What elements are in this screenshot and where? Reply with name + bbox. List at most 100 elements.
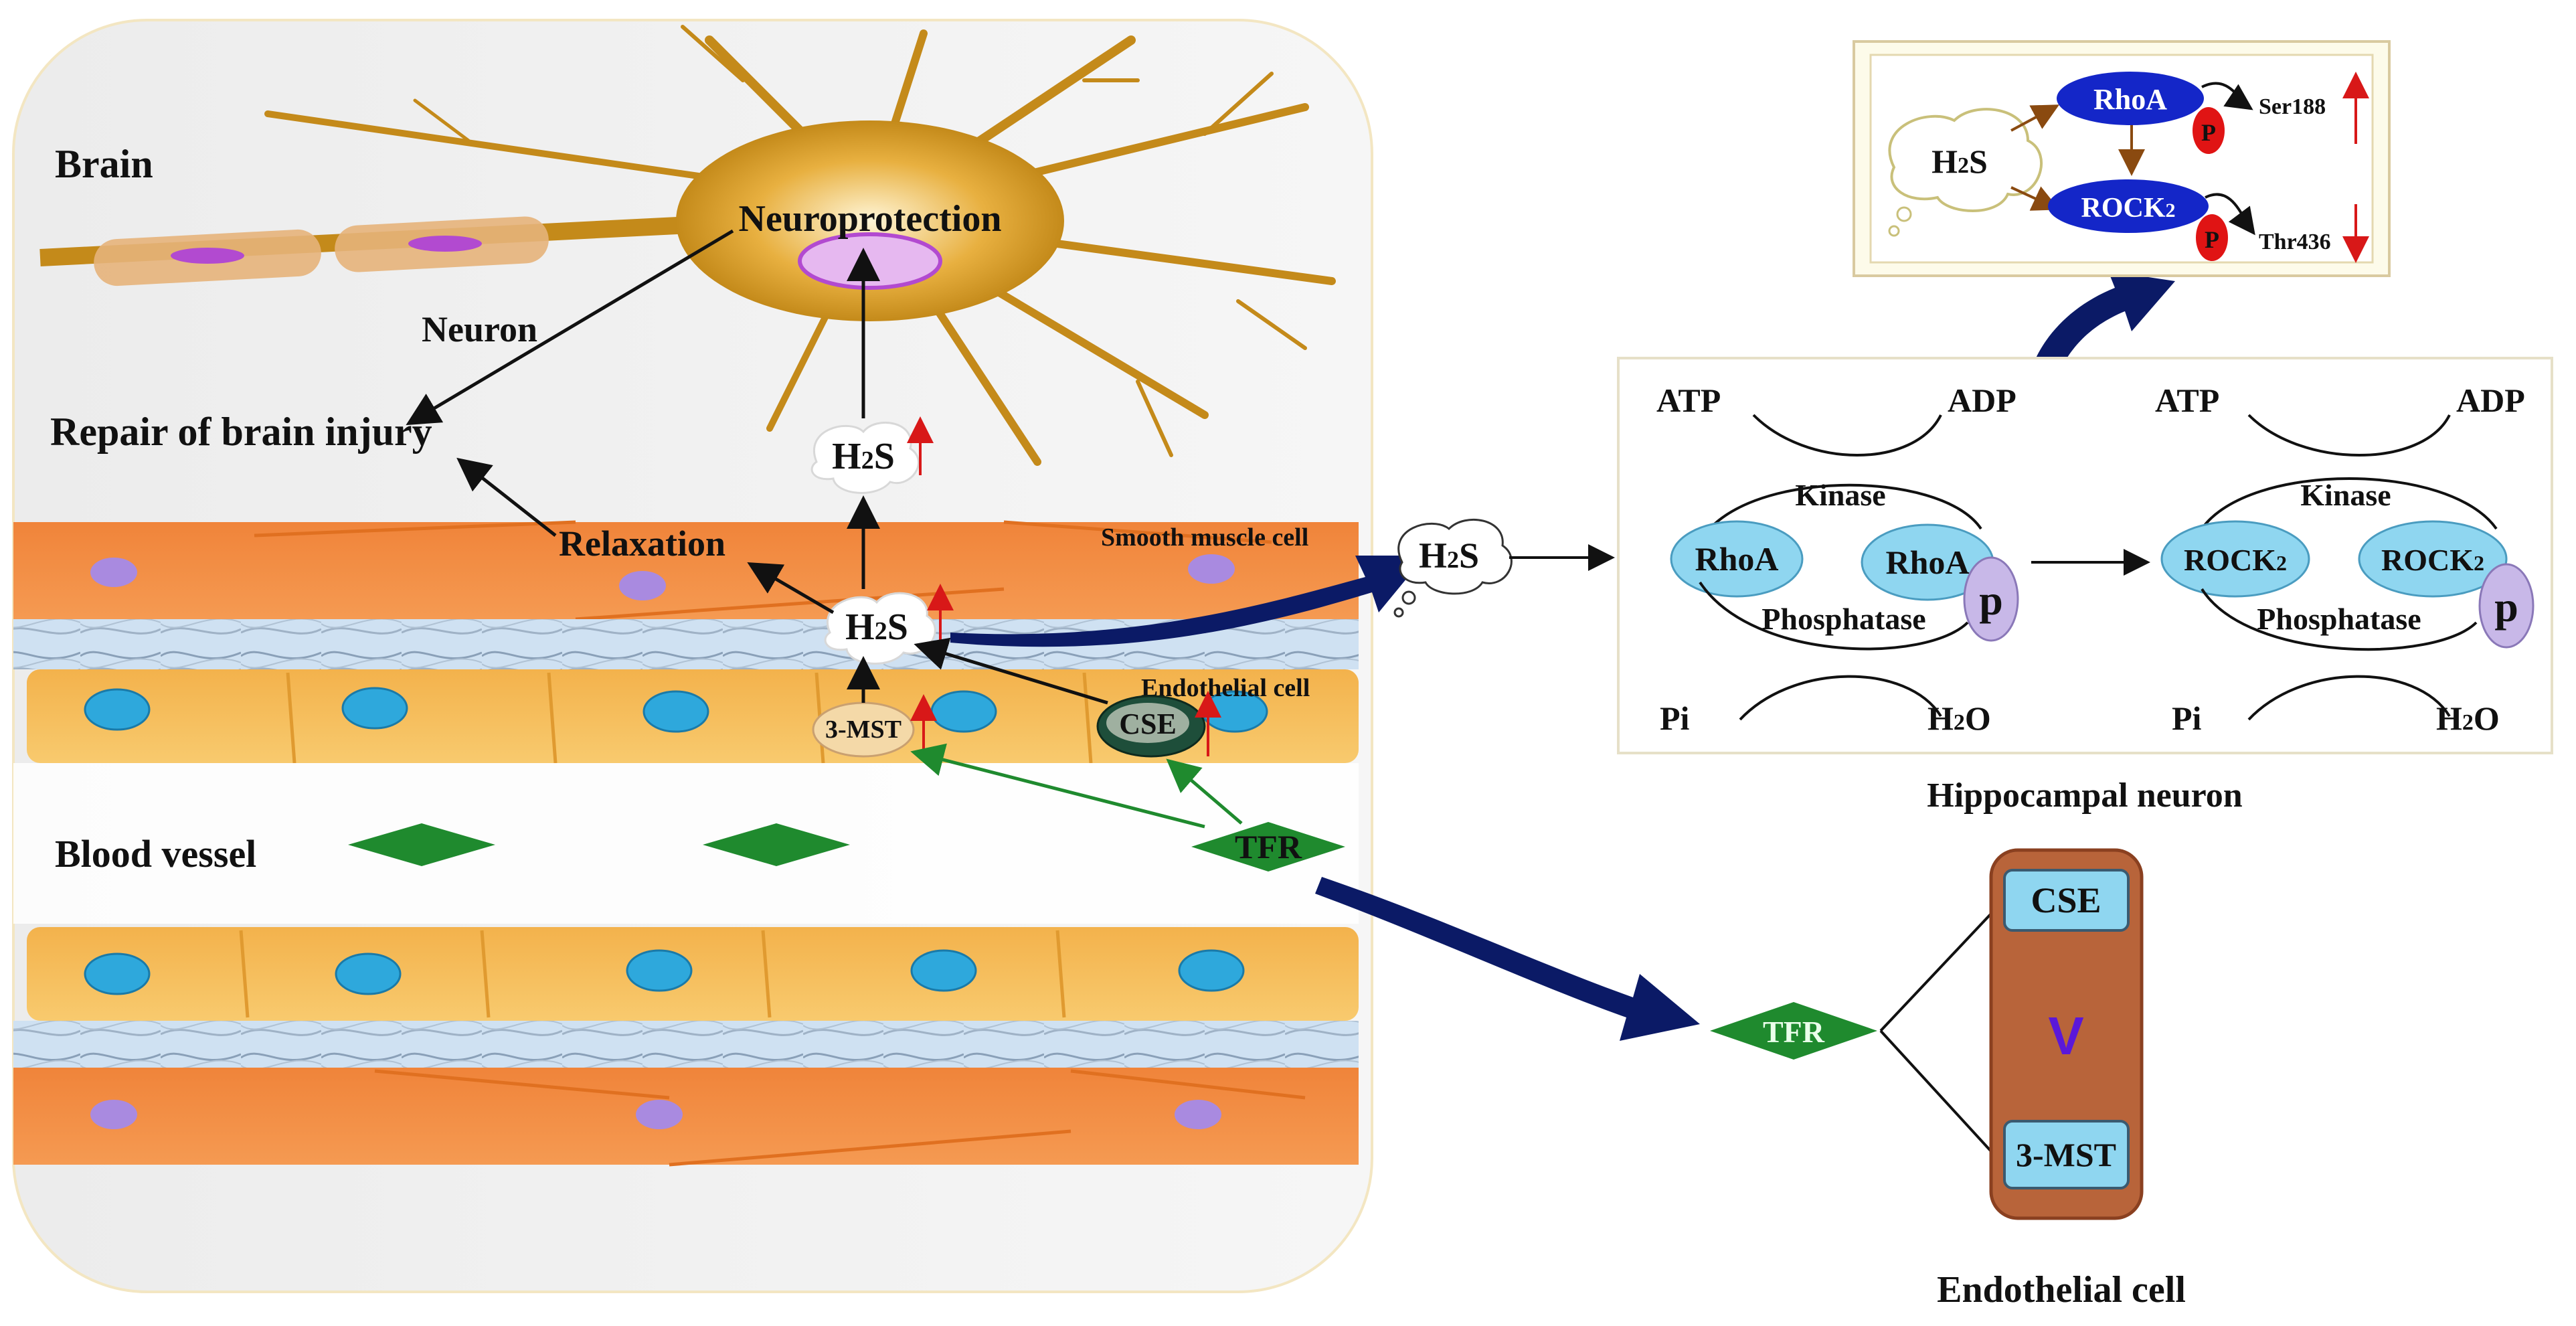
rock2-inset <box>2048 179 2209 233</box>
rock2-inset-label: ROCK2 <box>2081 193 2176 224</box>
smooth-muscle-nucleus <box>90 1100 137 1129</box>
cse-box-label: CSE <box>2031 880 2101 920</box>
ser-label: Ser188 <box>2259 94 2326 119</box>
rhoa-cycle: ATP ADP Kinase RhoA RhoA p Phosphatase P… <box>1656 382 2019 737</box>
h2s-inset-text: H2S <box>1931 143 1988 180</box>
p-inset-2: P <box>2205 226 2219 253</box>
arrow-tfr-to-cse <box>1166 758 1243 825</box>
smooth-muscle-layer-top <box>13 520 1359 621</box>
endothelial-nucleus <box>335 952 402 995</box>
tfr-endothelial <box>1710 1002 1877 1060</box>
endothelial-nucleus <box>642 690 709 733</box>
hippocampal-caption: Hippocampal neuron <box>1927 776 2243 815</box>
arrow-neuroprotection-to-repair <box>406 229 734 426</box>
smooth-muscle-nucleus <box>619 571 666 600</box>
navy-arrow-to-endothelial-tfr <box>1315 877 1700 1041</box>
tfr-endothelial-label: TFR <box>1763 1015 1825 1049</box>
phospho-inset-2 <box>2196 214 2228 261</box>
h2s-hippocampal-text: H2S <box>1419 535 1479 576</box>
phospho-right <box>2478 563 2535 649</box>
neuron-nucleus <box>798 232 942 290</box>
smooth-muscle-nucleus <box>90 558 137 587</box>
vessel-lumen <box>13 763 1359 924</box>
rock2-1: ROCK2 <box>2184 543 2287 577</box>
arrow-h2s-to-relaxation <box>747 562 835 614</box>
relaxation-label: Relaxation <box>559 523 725 564</box>
blood-vessel-label: Blood vessel <box>55 832 256 876</box>
adp-right: ADP <box>2456 382 2525 419</box>
arrow-relaxation-to-repair <box>456 457 557 537</box>
rock2-ellipse-1 <box>2160 520 2310 598</box>
smooth-muscle-layer-bottom <box>13 1068 1359 1167</box>
rhoa-inset-label: RhoA <box>2093 83 2167 116</box>
endothelial-nucleus <box>626 949 693 992</box>
atp-left: ATP <box>1656 382 1721 419</box>
mst-box-label: 3-MST <box>2016 1136 2116 1173</box>
schwann-nucleus-2 <box>408 236 482 252</box>
rock-inset-panel: H2S RhoA P Ser188 ROCK2 P Thr436 <box>1853 40 2391 277</box>
h2s-vessel-text: H2S <box>845 606 908 648</box>
endothelial-layer-top <box>27 669 1359 764</box>
brain-label: Brain <box>55 142 153 186</box>
kinase-right: Kinase <box>2300 478 2391 512</box>
tfr-arrows <box>910 743 1243 829</box>
p-inset-1: P <box>2201 119 2216 146</box>
link-tfr-to-mst <box>1879 1029 1992 1153</box>
p-right: p <box>2494 583 2518 631</box>
rock2-cycle: ATP ADP Kinase ROCK2 ROCK2 p Phosphatase… <box>2155 382 2535 737</box>
h2s-cloud-hippocampal: H2S <box>1393 518 1513 618</box>
endothelial-caption: Endothelial cell <box>1937 1269 2186 1311</box>
endothelial-nucleus <box>930 690 997 733</box>
h2s-vessel-badge: H2S <box>824 584 954 665</box>
mst-label: 3-MST <box>825 716 901 744</box>
rhoa-1: RhoA <box>1695 540 1778 578</box>
h2s-neuron-text: H2S <box>832 436 895 477</box>
rhoa-2: RhoA <box>1885 544 1969 581</box>
arrow-h2s-to-rhoa-inset <box>2010 104 2060 132</box>
phospho-inset-1 <box>2193 107 2225 154</box>
tfr-vessel: TFR <box>1191 822 1345 872</box>
pi-right: Pi <box>2172 699 2202 737</box>
arrow-h2s-to-rock2-inset <box>2010 186 2060 211</box>
brain-panel: Brain Neuroprotection Neuron Repair of b… <box>12 19 1373 1293</box>
extracellular-matrix-bottom <box>13 1021 1359 1068</box>
rock2-2: ROCK2 <box>2381 543 2484 577</box>
neuron-label: Neuron <box>422 309 537 349</box>
endothelial-nucleus <box>910 949 977 992</box>
mst-box <box>2003 1120 2130 1189</box>
h2o-left: H2O <box>1927 699 1991 737</box>
rhoa-ellipse-1 <box>1670 520 1804 598</box>
phosphatase-left: Phosphatase <box>1762 602 1925 636</box>
h2s-cloud <box>824 592 936 665</box>
schwann-nucleus-1 <box>171 248 244 264</box>
tfr-vessel-label: TFR <box>1235 828 1302 865</box>
cse-label: CSE <box>1119 708 1177 740</box>
repair-label: Repair of brain injury <box>50 410 432 454</box>
rock2-ellipse-2 <box>2358 520 2508 598</box>
endothelial-nucleus <box>1178 949 1245 992</box>
cse-box <box>2003 869 2130 932</box>
endothelial-nucleus <box>84 688 151 731</box>
tfr-molecule <box>348 823 495 866</box>
hippocampal-panel: H2S ATP ADP Kinase RhoA RhoA p Phosphata… <box>1393 357 2553 815</box>
cse-enzyme: CSE <box>1096 691 1221 758</box>
neuroprotection-label: Neuroprotection <box>739 198 1002 240</box>
mst-enzyme: 3-MST <box>812 694 937 758</box>
h2s-cloud <box>810 421 920 494</box>
v-symbol: V <box>2048 1006 2083 1066</box>
atp-right: ATP <box>2155 382 2219 419</box>
arrow-tfr-to-mst <box>910 743 1205 829</box>
smooth-muscle-nucleus <box>636 1100 683 1129</box>
arrow-cse-to-h2s <box>914 637 1108 705</box>
thr-label: Thr436 <box>2259 230 2331 254</box>
adp-left: ADP <box>1948 382 2016 419</box>
navy-arrow-to-h2s-cloud <box>950 556 1426 647</box>
h2o-right: H2O <box>2436 699 2500 737</box>
smooth-muscle-label: Smooth muscle cell <box>1101 523 1308 552</box>
smooth-muscle-nucleus <box>1188 554 1235 584</box>
endothelial-nucleus <box>341 687 408 730</box>
p-left: p <box>1979 576 2003 624</box>
kinase-left: Kinase <box>1795 478 1885 512</box>
